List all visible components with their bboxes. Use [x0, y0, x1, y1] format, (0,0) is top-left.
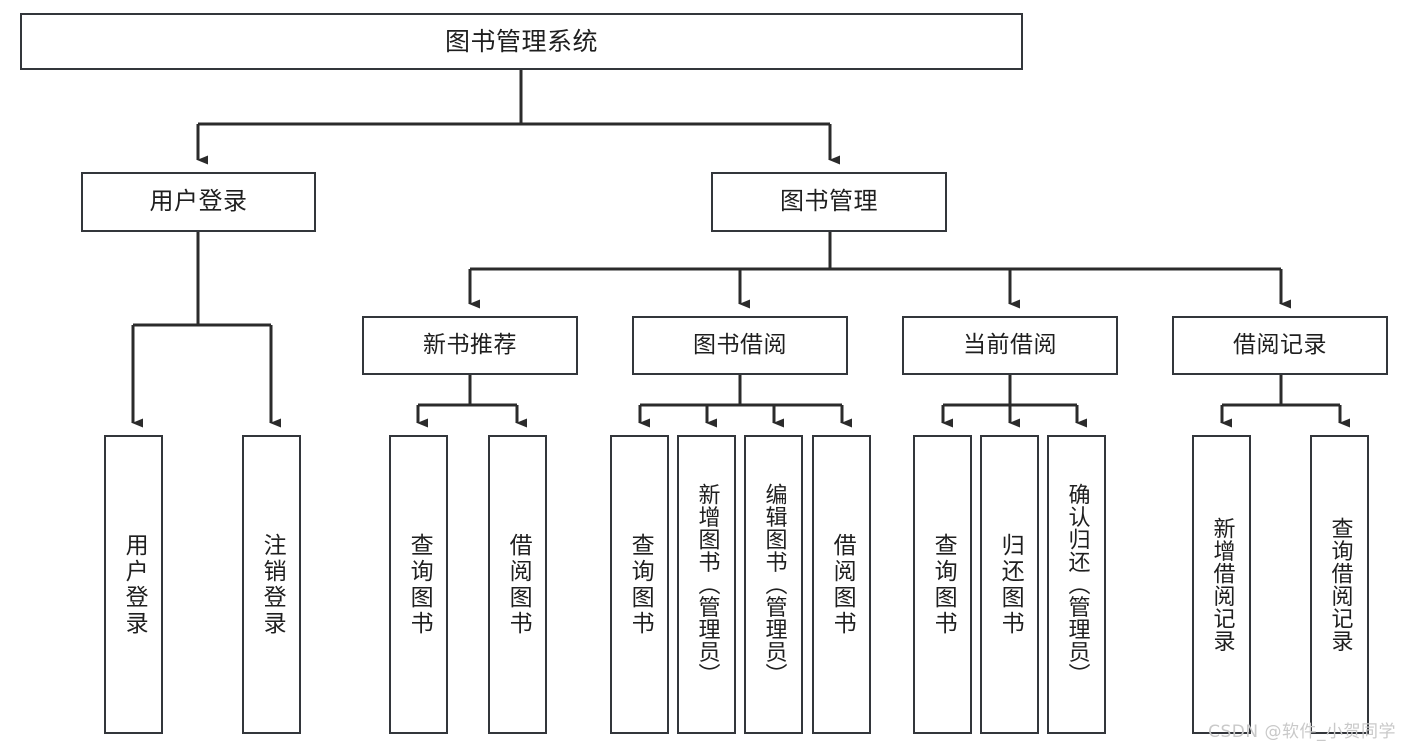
- node-label: 图书借阅: [693, 332, 787, 359]
- node-label: 查询图书: [406, 532, 433, 637]
- node-label: 查询图书: [930, 532, 957, 637]
- node-label: 新增图书（管理员）: [694, 483, 720, 686]
- node-leaf-add-borrow-record[interactable]: 新增借阅记录: [1192, 435, 1251, 734]
- node-book-management-system[interactable]: 图书管理系统: [20, 13, 1023, 70]
- node-label: 借阅图书: [505, 532, 532, 637]
- node-book-borrow[interactable]: 图书借阅: [632, 316, 848, 375]
- csdn-watermark: CSDN @软件_小贺同学: [1208, 722, 1396, 742]
- node-leaf-query-book-recommend[interactable]: 查询图书: [389, 435, 448, 734]
- node-leaf-query-book-current[interactable]: 查询图书: [913, 435, 972, 734]
- node-label: 图书管理: [780, 187, 878, 216]
- node-user-login[interactable]: 用户登录: [81, 172, 316, 232]
- node-label: 借阅记录: [1233, 332, 1327, 359]
- node-leaf-query-book-borrow[interactable]: 查询图书: [610, 435, 669, 734]
- node-label: 用户登录: [149, 187, 248, 216]
- node-leaf-logout-login[interactable]: 注销登录: [242, 435, 301, 734]
- node-label: 归还图书: [997, 532, 1024, 637]
- node-leaf-return-book[interactable]: 归还图书: [980, 435, 1039, 734]
- node-label: 编辑图书（管理员）: [761, 483, 787, 686]
- node-leaf-borrow-book[interactable]: 借阅图书: [812, 435, 871, 734]
- node-leaf-edit-book[interactable]: 编辑图书（管理员）: [744, 435, 803, 734]
- node-label: 图书管理系统: [444, 27, 598, 56]
- node-leaf-confirm-return[interactable]: 确认归还（管理员）: [1047, 435, 1106, 734]
- node-borrow-record[interactable]: 借阅记录: [1172, 316, 1388, 375]
- node-label: 用户登录: [121, 532, 148, 637]
- node-current-borrow[interactable]: 当前借阅: [902, 316, 1118, 375]
- node-new-book-recommend[interactable]: 新书推荐: [362, 316, 578, 375]
- node-label: 新增借阅记录: [1209, 517, 1235, 652]
- node-book-management[interactable]: 图书管理: [711, 172, 947, 232]
- node-leaf-user-login[interactable]: 用户登录: [104, 435, 163, 734]
- node-label: 确认归还（管理员）: [1064, 483, 1090, 686]
- node-label: 查询借阅记录: [1327, 517, 1353, 652]
- node-leaf-add-book[interactable]: 新增图书（管理员）: [677, 435, 736, 734]
- node-leaf-query-borrow-record[interactable]: 查询借阅记录: [1310, 435, 1369, 734]
- node-label: 新书推荐: [423, 332, 517, 359]
- node-label: 查询图书: [627, 532, 654, 637]
- node-label: 借阅图书: [829, 532, 856, 637]
- node-label: 当前借阅: [963, 332, 1057, 359]
- node-label: 注销登录: [259, 532, 286, 637]
- node-leaf-borrow-book-recommend[interactable]: 借阅图书: [488, 435, 547, 734]
